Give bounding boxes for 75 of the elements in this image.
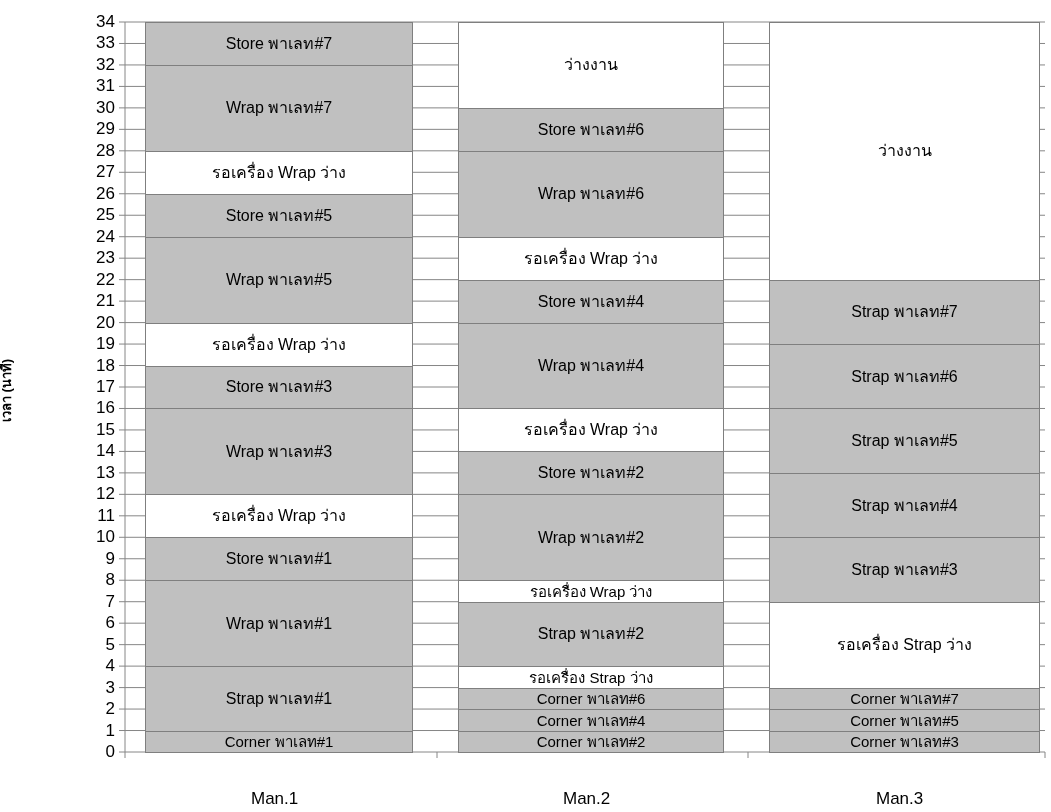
tick-label: 16 <box>95 399 115 417</box>
tick-label: 11 <box>96 506 115 524</box>
task-time-bar: Wrap พาเลท#7 <box>145 64 413 152</box>
task-time-bar: Strap พาเลท#1 <box>145 666 413 732</box>
task-time-bar: Strap พาเลท#6 <box>769 344 1040 410</box>
idle-time-bar: รอเครื่อง Strap ว่าง <box>769 601 1040 689</box>
idle-time-bar: ว่างงาน <box>769 22 1040 281</box>
idle-time-bar: รอเครื่อง Wrap ว่าง <box>458 580 724 603</box>
tick-label: 6 <box>104 614 115 632</box>
tick-label: 4 <box>104 657 115 675</box>
idle-time-bar: รอเครื่อง Wrap ว่าง <box>145 494 413 539</box>
task-time-bar: Corner พาเลท#2 <box>458 730 724 753</box>
tick-label: 18 <box>95 356 115 374</box>
tick-label: 22 <box>95 270 115 288</box>
idle-time-bar: รอเครื่อง Wrap ว่าง <box>145 150 413 195</box>
tick-label: 9 <box>104 549 115 567</box>
idle-time-bar: รอเครื่อง Wrap ว่าง <box>145 322 413 367</box>
idle-time-bar: รอเครื่อง Wrap ว่าง <box>458 236 724 281</box>
tick-label: 7 <box>104 592 115 610</box>
tick-label: 13 <box>95 463 115 481</box>
tick-label: 10 <box>95 528 115 546</box>
category-label: Man.1 <box>251 790 299 807</box>
task-time-bar: Corner พาเลท#4 <box>458 709 724 732</box>
task-time-bar: Corner พาเลท#1 <box>145 730 413 753</box>
tick-label: 15 <box>95 420 115 438</box>
tick-label: 5 <box>104 635 115 653</box>
tick-label: 1 <box>104 721 115 739</box>
task-time-bar: Store พาเลท#4 <box>458 279 724 324</box>
tick-label: 21 <box>95 292 115 310</box>
task-time-bar: Store พาเลท#7 <box>145 22 413 66</box>
task-time-bar: Strap พาเลท#7 <box>769 279 1040 346</box>
task-time-bar: Wrap พาเลท#5 <box>145 236 413 324</box>
tick-label: 34 <box>95 13 115 30</box>
task-time-bar: Corner พาเลท#3 <box>769 730 1040 753</box>
tick-label: 19 <box>95 335 115 353</box>
task-time-bar: Wrap พาเลท#6 <box>458 150 724 238</box>
idle-time-bar: รอเครื่อง Strap ว่าง <box>458 666 724 689</box>
tick-label: 29 <box>95 120 115 138</box>
axis-title: เวลา (นาที) <box>0 358 16 423</box>
category-label: Man.3 <box>876 790 924 807</box>
tick-label: 2 <box>104 700 115 718</box>
task-time-bar: Corner พาเลท#5 <box>769 709 1040 732</box>
category-label: Man.2 <box>563 790 611 807</box>
tick-label: 3 <box>104 678 115 696</box>
tick-label: 25 <box>95 206 115 224</box>
task-time-bar: Store พาเลท#5 <box>145 193 413 238</box>
tick-label: 20 <box>95 313 115 331</box>
task-time-bar: Wrap พาเลท#2 <box>458 494 724 582</box>
tick-label: 33 <box>95 34 115 52</box>
idle-time-bar: ว่างงาน <box>458 22 724 109</box>
tick-label: 8 <box>104 571 115 589</box>
tick-label: 28 <box>95 141 115 159</box>
tick-label: 12 <box>95 485 115 503</box>
idle-time-bar: รอเครื่อง Wrap ว่าง <box>458 408 724 453</box>
tick-label: 30 <box>95 98 115 116</box>
task-time-bar: Store พาเลท#1 <box>145 537 413 582</box>
tick-label: 24 <box>95 227 115 245</box>
tick-label: 23 <box>95 249 115 267</box>
tick-label: 32 <box>95 55 115 73</box>
task-time-bar: Wrap พาเลท#3 <box>145 408 413 496</box>
task-time-bar: Strap พาเลท#3 <box>769 537 1040 603</box>
task-time-bar: Strap พาเลท#4 <box>769 472 1040 539</box>
tick-label: 26 <box>95 184 115 202</box>
tick-label: 0 <box>104 743 115 760</box>
task-time-bar: Store พาเลท#2 <box>458 451 724 496</box>
tick-label: 27 <box>95 163 115 181</box>
tick-label: 17 <box>95 378 115 395</box>
task-time-bar: Strap พาเลท#2 <box>458 601 724 668</box>
task-time-bar: Store พาเลท#3 <box>145 365 413 410</box>
task-time-bar: Wrap พาเลท#4 <box>458 322 724 410</box>
task-time-bar: Strap พาเลท#5 <box>769 408 1040 474</box>
tick-label: 31 <box>95 77 115 95</box>
task-time-bar: Store พาเลท#6 <box>458 107 724 152</box>
task-time-bar: Wrap พาเลท#1 <box>145 580 413 668</box>
tick-label: 14 <box>95 442 115 460</box>
